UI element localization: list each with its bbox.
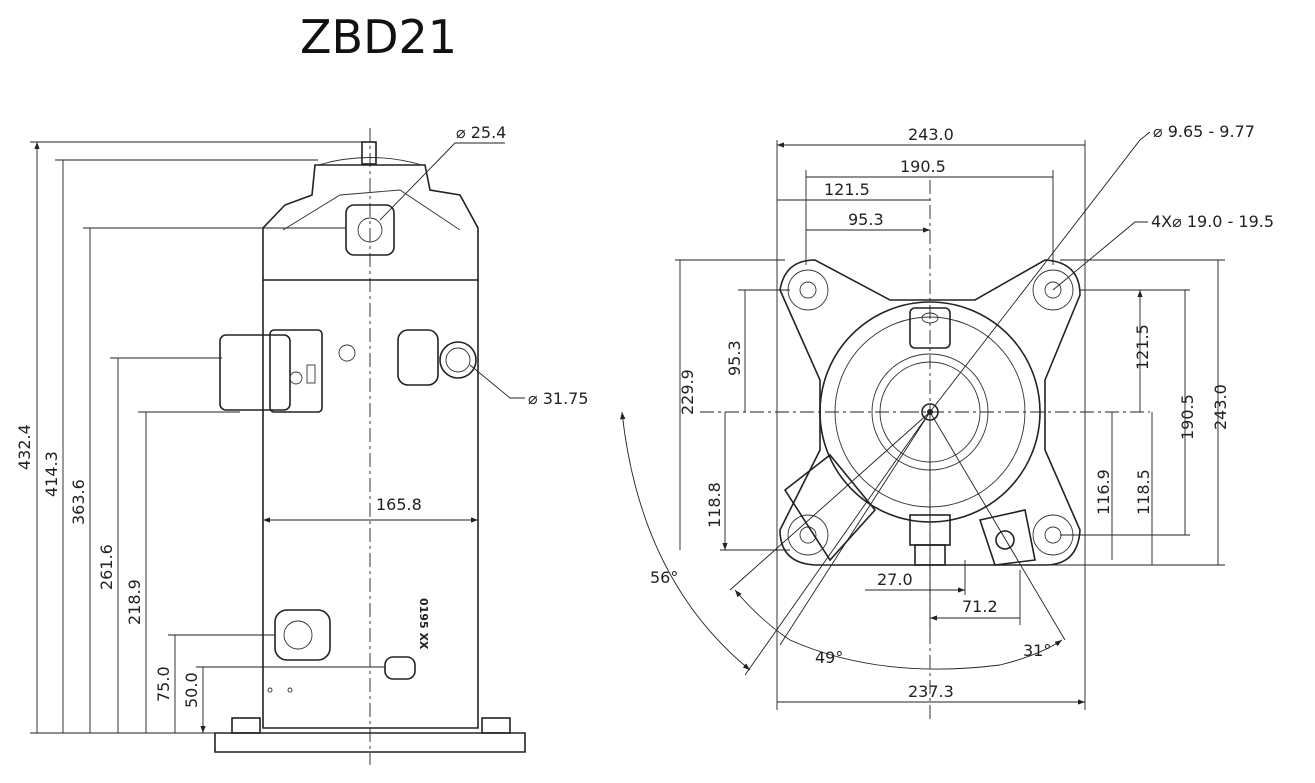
dim-discharge-dia: ⌀ 31.75 bbox=[528, 389, 589, 408]
dim-h-top-fitting: 414.3 bbox=[42, 451, 61, 497]
dim-pin-dia: ⌀ 9.65 - 9.77 bbox=[1153, 122, 1255, 141]
dim-h-offset2: 71.2 bbox=[962, 597, 998, 616]
dim-suction-dia: ⌀ 25.4 bbox=[456, 123, 506, 142]
dim-h-discharge: 218.9 bbox=[125, 579, 144, 625]
angle-31: 31° bbox=[1023, 641, 1051, 660]
side-marking: 0195 XX bbox=[417, 598, 430, 650]
dim-v-left-upper: 95.3 bbox=[725, 340, 744, 376]
dim-hole-dia: 4X⌀ 19.0 - 19.5 bbox=[1151, 212, 1274, 231]
dim-v-right-half: 121.5 bbox=[1133, 324, 1152, 370]
dim-w-bottom: 237.3 bbox=[908, 682, 954, 701]
dim-h-oil: 75.0 bbox=[154, 666, 173, 702]
dim-h-total: 432.4 bbox=[15, 424, 34, 470]
dim-w-total: 243.0 bbox=[908, 125, 954, 144]
dim-v-left-lower: 118.8 bbox=[705, 482, 724, 528]
dim-v-right-lower2: 116.9 bbox=[1094, 469, 1113, 515]
dim-w-mount: 190.5 bbox=[900, 157, 946, 176]
dim-h-suction: 363.6 bbox=[69, 479, 88, 525]
dim-v-left-total: 229.9 bbox=[678, 369, 697, 415]
side-view-compressor: 0195 XX bbox=[214, 128, 526, 765]
dim-body-width: 165.8 bbox=[376, 495, 422, 514]
dim-h-schrader: 50.0 bbox=[182, 672, 201, 708]
angle-56: 56° bbox=[650, 568, 678, 587]
dim-v-right-total: 243.0 bbox=[1211, 384, 1230, 430]
dim-v-right-lower: 118.5 bbox=[1134, 469, 1153, 515]
drawing-title: ZBD21 bbox=[300, 10, 458, 64]
top-view-dimensions: 243.0 190.5 121.5 95.3 ⌀ 9.65 - 9.77 4X⌀… bbox=[620, 122, 1274, 710]
dim-w-half: 121.5 bbox=[824, 180, 870, 199]
dim-w-mount-half: 95.3 bbox=[848, 210, 884, 229]
top-view-compressor bbox=[700, 180, 1150, 720]
dim-h-offset1: 27.0 bbox=[877, 570, 913, 589]
side-view-dimensions: 432.4 414.3 363.6 261.6 218.9 75.0 50.0 … bbox=[15, 123, 589, 733]
dim-v-right-mount: 190.5 bbox=[1178, 394, 1197, 440]
angle-49: 49° bbox=[815, 648, 843, 667]
dim-h-terminal: 261.6 bbox=[97, 544, 116, 590]
